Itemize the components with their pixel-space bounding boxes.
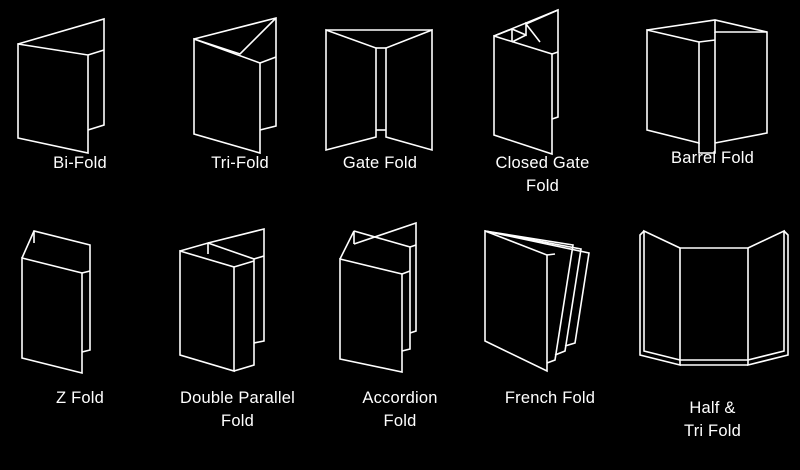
fold-card-gatefold[interactable]: Gate Fold <box>300 0 460 215</box>
fold-card-bifold[interactable]: Bi-Fold <box>0 0 160 215</box>
fold-label-doubleparallel: Double Parallel Fold <box>180 389 295 430</box>
fold-card-closedgate[interactable]: Closed Gate Fold <box>460 0 625 215</box>
fold-label-halftri: Half & Tri Fold <box>684 399 741 440</box>
fold-card-barrelfold[interactable]: Barrel Fold <box>625 0 800 215</box>
halftri-diagram <box>630 223 798 373</box>
doubleparallel-diagram <box>172 223 302 375</box>
fold-label-accordion: Accordion Fold <box>362 389 438 430</box>
fold-label-zfold: Z Fold <box>56 389 104 407</box>
closedgate-diagram <box>486 4 606 156</box>
fold-label-closedgate: Closed Gate Fold <box>495 154 590 195</box>
fold-card-accordion[interactable]: Accordion Fold <box>320 215 480 470</box>
fold-card-halftri[interactable]: Half & Tri Fold <box>625 215 800 470</box>
fold-label-gatefold: Gate Fold <box>342 154 418 172</box>
zfold-diagram <box>10 225 130 375</box>
fold-label-barrelfold: Barrel Fold <box>671 149 754 167</box>
barrelfold-diagram <box>637 10 787 155</box>
fold-label-trifold: Tri-Fold <box>211 154 269 172</box>
fold-card-trifold[interactable]: Tri-Fold <box>160 0 320 215</box>
gatefold-diagram <box>318 8 448 153</box>
trifold-diagram <box>188 8 308 153</box>
frenchfold-diagram <box>475 223 615 373</box>
fold-card-doubleparallel[interactable]: Double Parallel Fold <box>150 215 325 470</box>
fold-label-frenchfold: French Fold <box>504 389 596 407</box>
accordion-diagram <box>330 219 460 374</box>
fold-card-frenchfold[interactable]: French Fold <box>465 215 635 470</box>
fold-label-bifold: Bi-Fold <box>53 154 107 172</box>
fold-card-zfold[interactable]: Z Fold <box>0 215 160 470</box>
bifold-diagram <box>12 8 132 153</box>
